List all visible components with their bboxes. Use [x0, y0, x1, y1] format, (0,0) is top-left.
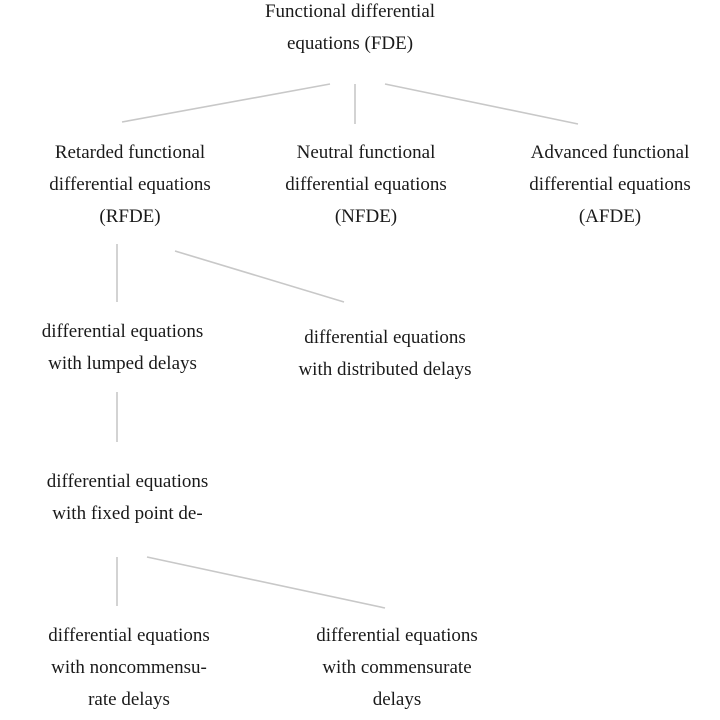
edge-fixed-comm: [146, 556, 386, 609]
node-functional-differential-equations: Functional differential equations (FDE): [200, 0, 500, 60]
node-text-line: with lumped delays: [48, 353, 197, 374]
node-text-line: delays: [372, 689, 422, 710]
node-distributed-delays: differential equations with distributed …: [250, 322, 520, 386]
node-text-line: differential equations: [316, 625, 478, 646]
node-text-line: Neutral functional: [296, 142, 436, 163]
node-text-line: differential equations: [285, 174, 447, 195]
node-text-line: differential equations: [304, 327, 466, 348]
node-text-line: rate delays: [88, 689, 170, 710]
edge-rfde-distributed: [174, 250, 345, 303]
node-text-line: (RFDE): [99, 206, 161, 227]
node-text-line: (NFDE): [334, 206, 398, 227]
node-text-line: differential equations: [46, 471, 209, 492]
node-neutral-fde: Neutral functional differential equation…: [236, 137, 496, 233]
node-noncommensurate-delays: differential equations with noncommensu-…: [0, 620, 258, 716]
node-text-line: with noncommensu-: [51, 657, 207, 678]
edge-fde-rfde: [121, 83, 331, 123]
node-text-line: differential equations: [529, 174, 691, 195]
node-text-line: differential equations: [48, 625, 210, 646]
node-text-line: Functional differential: [264, 1, 436, 22]
node-text-line: with fixed point de-: [52, 503, 203, 524]
node-fixed-point-delays: differential equations with fixed point …: [0, 466, 255, 530]
edge-fde-afde: [384, 83, 579, 125]
node-text-line: Retarded functional: [54, 142, 206, 163]
node-commensurate-delays: differential equations with commensurate…: [262, 620, 532, 716]
node-text-line: with commensurate: [322, 657, 472, 678]
node-lumped-delays: differential equations with lumped delay…: [0, 316, 245, 380]
node-advanced-fde: Advanced functional differential equatio…: [480, 137, 720, 233]
node-text-line: equations (FDE): [286, 33, 414, 54]
node-text-line: differential equations: [49, 174, 211, 195]
node-text-line: differential equations: [41, 321, 204, 342]
node-text-line: (AFDE): [578, 206, 642, 227]
node-text-line: Advanced functional: [530, 142, 690, 163]
node-text-line: with distributed delays: [298, 359, 472, 380]
node-retarded-fde: Retarded functional differential equatio…: [0, 137, 260, 233]
